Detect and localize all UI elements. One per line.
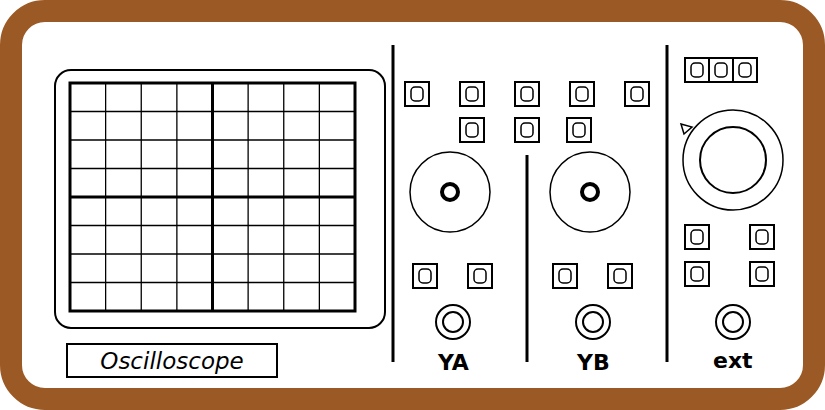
button-cap bbox=[576, 87, 588, 101]
name-plate: Oscilloscope bbox=[66, 343, 278, 378]
button-cap bbox=[715, 63, 727, 77]
button-cap bbox=[756, 267, 768, 281]
grid-line bbox=[319, 83, 320, 311]
push-button bbox=[515, 82, 539, 106]
button-cap bbox=[559, 269, 571, 283]
button-cap bbox=[411, 87, 423, 101]
push-button bbox=[685, 262, 709, 286]
push-button bbox=[750, 262, 774, 286]
screen-border bbox=[70, 83, 355, 311]
push-button bbox=[750, 225, 774, 249]
name-text: Oscilloscope bbox=[100, 348, 243, 374]
button-cap bbox=[466, 87, 478, 101]
push-button bbox=[468, 264, 492, 288]
button-cap bbox=[756, 230, 768, 244]
grid-line bbox=[70, 196, 355, 199]
push-button bbox=[460, 82, 484, 106]
button-cap bbox=[691, 63, 703, 77]
input-label: YA bbox=[438, 352, 469, 374]
push-button bbox=[567, 118, 591, 142]
button-cap bbox=[614, 269, 626, 283]
button-cap bbox=[466, 123, 478, 137]
button-cap bbox=[521, 87, 533, 101]
button-cap bbox=[631, 87, 643, 101]
button-cap bbox=[691, 267, 703, 281]
push-button bbox=[515, 118, 539, 142]
grid-line bbox=[247, 83, 248, 311]
grid-line bbox=[70, 253, 355, 254]
button-cap bbox=[474, 269, 486, 283]
push-button bbox=[570, 82, 594, 106]
push-button bbox=[685, 58, 709, 82]
button-cap bbox=[419, 269, 431, 283]
push-button bbox=[413, 264, 437, 288]
input-label: ext bbox=[713, 350, 753, 372]
push-button bbox=[553, 264, 577, 288]
push-button bbox=[685, 225, 709, 249]
push-button bbox=[709, 58, 733, 82]
button-cap bbox=[739, 63, 751, 77]
push-button bbox=[733, 58, 757, 82]
grid-line bbox=[283, 83, 284, 311]
button-cap bbox=[691, 230, 703, 244]
push-button bbox=[405, 82, 429, 106]
push-button bbox=[625, 82, 649, 106]
grid-line bbox=[70, 282, 355, 283]
button-cap bbox=[573, 123, 585, 137]
button-cap bbox=[521, 123, 533, 137]
input-label: YB bbox=[577, 352, 610, 374]
push-button bbox=[460, 118, 484, 142]
grid-line bbox=[70, 225, 355, 226]
push-button bbox=[608, 264, 632, 288]
